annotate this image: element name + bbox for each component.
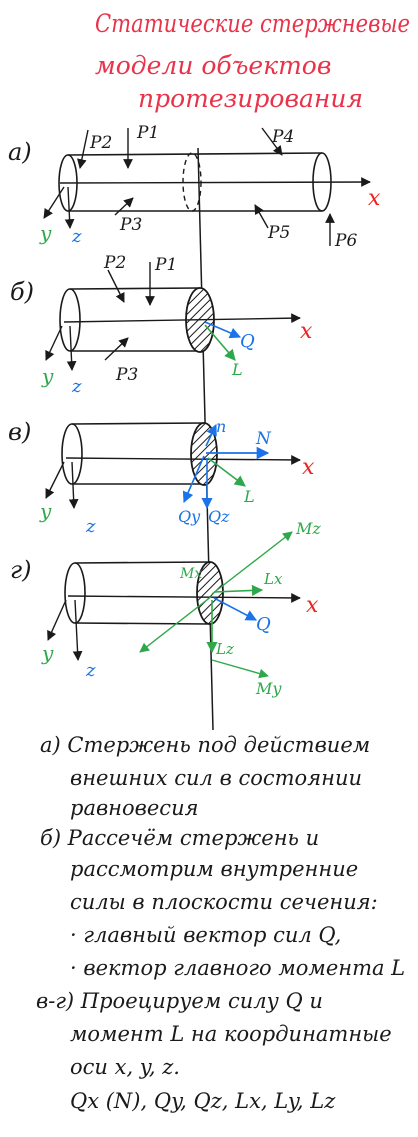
axis-a-z <box>64 186 75 229</box>
axis-a-x <box>59 177 371 187</box>
note-b-line-5: · вектор главного момента L <box>70 956 405 980</box>
vector-v-N-label: N <box>255 429 272 449</box>
force-b-p3-arrow <box>104 337 129 361</box>
panel-a: а) x y z P2 P1 P4 P3 P5 P6 <box>8 123 381 251</box>
vector-g-mz-arrow <box>211 531 293 595</box>
cylinder-v-top-edge <box>71 422 205 425</box>
vector-g-lx-arrow <box>213 584 264 597</box>
notes-block: а) Стержень под действием внешних сил в … <box>36 733 405 1113</box>
panel-b: б) x y z P2 P1 P3 Q L <box>10 253 313 397</box>
section-g-hatched <box>196 561 224 625</box>
cylinder-b-top-edge <box>69 287 201 290</box>
axis-v-y <box>45 461 65 499</box>
force-p2-label: P2 <box>89 133 112 153</box>
vector-v-qy-label: Qy <box>178 507 201 526</box>
vector-g-mx-label: Mx <box>179 566 202 582</box>
force-p1-label: P1 <box>136 123 159 143</box>
title-line-1: Статические стержневые <box>95 9 410 38</box>
force-p3-label: P3 <box>119 215 142 235</box>
axis-b-y-label: y <box>41 364 54 388</box>
vector-v-l-label: L <box>243 487 255 506</box>
axis-b-y <box>45 325 63 361</box>
note-b-line-1: б) Рассечём стержень и <box>40 826 319 850</box>
panel-g: г) x y z Mz Mx Lx Q Lz My <box>10 519 321 698</box>
title-block: Статические стержневые модели объектов п… <box>95 9 410 113</box>
vector-g-mz-label: Mz <box>295 519 321 538</box>
cylinder-b-left-end <box>59 288 81 352</box>
vector-v-qz-label: Qz <box>208 507 230 526</box>
panel-a-label: а) <box>8 138 32 166</box>
axis-g-y <box>47 599 67 641</box>
axis-a-y-label: y <box>39 221 52 245</box>
note-vg-line-3: оси x, y, z. <box>70 1055 180 1079</box>
force-b-p2-label: P2 <box>103 253 126 273</box>
note-vg-line-2: момент L на координатные <box>70 1022 392 1046</box>
vector-g-my-arrow <box>211 659 269 679</box>
panel-v: в) x y z n N Qy Qz L <box>8 417 315 537</box>
vector-g-q-label: Q <box>256 614 271 635</box>
axis-b-x <box>63 313 301 324</box>
panel-b-label: б) <box>10 278 34 306</box>
vector-g-q-arrow <box>213 597 257 621</box>
note-b-line-3: силы в плоскости сечения: <box>70 890 378 914</box>
vector-g-lx-label: Lx <box>263 570 283 588</box>
axis-a-x-label: x <box>368 186 381 211</box>
force-p6-label: P6 <box>334 231 357 251</box>
force-p4-arrow <box>261 127 283 156</box>
title-line-2: модели объектов <box>95 51 331 80</box>
panel-g-label: г) <box>10 556 32 584</box>
vector-v-qy-arrow <box>182 455 205 504</box>
vector-g-mx-arrow <box>139 595 213 653</box>
axis-g-x-label: x <box>306 593 319 618</box>
vector-b-l-arrow <box>204 324 236 361</box>
force-b-p3-label: P3 <box>115 365 138 385</box>
force-p4-label: P4 <box>271 127 294 147</box>
cylinder-g-bottom-edge <box>74 622 211 625</box>
panel-v-label: в) <box>8 418 31 446</box>
axis-b-z <box>66 325 77 371</box>
force-p3-arrow <box>114 197 134 216</box>
cylinder-g-top-edge <box>74 561 211 564</box>
axis-g-z <box>72 599 83 661</box>
vector-v-n-arrow <box>205 423 217 447</box>
axis-v-z <box>68 461 79 509</box>
axis-v-z-label: z <box>85 516 96 537</box>
vector-g-lz-label: Lz <box>215 640 234 658</box>
vector-b-q-arrow <box>204 321 242 339</box>
note-vg-line-4: Qx (N), Qy, Qz, Lx, Ly, Lz <box>70 1089 336 1113</box>
force-p5-arrow <box>254 204 269 229</box>
note-b-line-2: рассмотрим внутренние <box>70 857 358 881</box>
note-a-line-1: а) Стержень под действием <box>40 733 370 757</box>
vector-b-q-label: Q <box>240 331 255 352</box>
force-b-p2-arrow <box>107 269 125 303</box>
axis-a-z-label: z <box>71 226 82 247</box>
axis-v-x <box>65 455 301 465</box>
axis-v-x-label: x <box>302 455 315 480</box>
note-a-line-3: равновесия <box>70 796 199 820</box>
axis-g-x <box>67 593 301 603</box>
force-p5-label: P5 <box>267 223 290 243</box>
axis-a-y <box>43 186 65 219</box>
axis-b-z-label: z <box>71 376 82 397</box>
note-a-line-2: внешних сил в состоянии <box>70 766 362 790</box>
vector-v-n-label: n <box>216 417 226 436</box>
axis-v-y-label: y <box>39 499 52 523</box>
vector-b-l-label: L <box>231 360 243 379</box>
vector-v-l-arrow <box>207 457 246 487</box>
note-vg-line-1: в-г) Проецируем силу Q и <box>36 989 323 1013</box>
force-b-p1-label: P1 <box>154 255 177 275</box>
note-b-line-4: · главный вектор сил Q, <box>70 923 341 947</box>
force-p2-arrow <box>77 129 89 169</box>
axis-g-z-label: z <box>85 660 96 681</box>
title-line-3: протезирования <box>138 84 363 113</box>
axis-b-x-label: x <box>300 319 313 344</box>
vector-g-my-label: My <box>255 679 282 698</box>
axis-g-y-label: y <box>41 641 54 665</box>
